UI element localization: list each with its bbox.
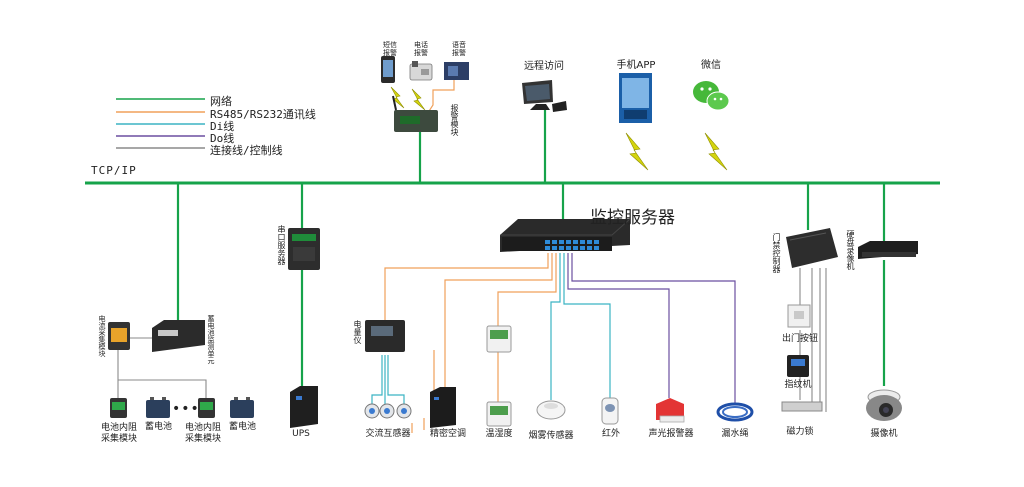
exit-button-icon [787,304,811,328]
resistance-module-label-2: 电池内阻采集模块 [185,423,222,444]
smoke-di [550,253,561,400]
access-controller-label: 门禁控制器 [772,233,781,273]
siren-label: 声光报警器 [648,429,694,439]
fingerprint-label: 指纹机 [784,380,812,390]
infrared-label: 红外 [601,429,621,439]
ac-serial [444,253,553,388]
server-title: 监控服务器 [590,208,675,228]
precision-ac-label: 精密空调 [429,429,467,439]
access-controller-icon [786,228,838,268]
legend-control-label: 连接线/控制线 [210,144,283,157]
serial-server-label: 串口服务器 [277,225,286,265]
phone-alarm-label: 电话报警 [414,41,428,57]
remote-access-label: 远程访问 [524,61,564,72]
maglock-icon [781,401,823,412]
battery-label-2: 蓄电池 [229,422,257,432]
mobile-app-icon [619,73,652,123]
infrared-di [563,253,611,398]
leak-rope-icon [716,402,754,422]
alarm-module-icon [392,95,438,132]
battery-icon-1 [146,397,170,418]
wechat-icon [693,81,730,111]
battery-icon-2 [230,397,254,418]
current-module-icon [108,322,130,350]
current-module-label: 电流采集模块 [98,315,106,357]
bolt-icon-4 [704,132,728,171]
battery-devices [108,320,254,418]
voice-alarm-label: 语音报警 [452,41,466,57]
infrared-sensor-icon [601,397,619,425]
siren-do [567,253,670,398]
alarm-module-label: 报警模块 [450,104,459,136]
desk-phone-icon [409,61,433,81]
mobile-app-label: 手机APP [616,60,656,71]
monitor-unit-label: 蓄电池监测单元 [207,315,215,364]
bolt-icon-1 [390,86,405,109]
battery-monitor-unit-icon [152,320,205,352]
th-serial-1 [497,253,557,326]
camera-label: 摄像机 [870,429,898,439]
leak-rope-label: 漏水绳 [721,429,749,439]
computer-icon [522,80,567,112]
dvr-label: 硬盘录像机 [846,230,855,270]
meter-label: 电量仪 [353,320,362,344]
battery-ellipsis: ••• [172,401,200,417]
legend-serial-label: RS485/RS232通讯线 [210,108,316,121]
legend-do-label: Do线 [210,132,235,145]
wechat-label: 微信 [701,60,721,71]
ups-icon [290,386,318,428]
resistance-module-label-1: 电池内阻采集模块 [101,423,138,444]
resistance-module-icon-2 [198,398,215,418]
di-links [371,253,611,404]
bolt-icon-2 [411,88,426,111]
temp-humidity-label: 温湿度 [485,429,513,439]
camera-icon [866,389,902,421]
control-links [117,268,827,412]
leak-do [571,253,736,404]
meter-serial [384,253,549,320]
ac-transformer-label: 交流互感器 [365,429,411,439]
bus-label: TCP/IP [91,164,137,177]
serial-links [384,80,557,433]
bolt-icon-3 [625,132,649,171]
exit-button-label: 出门按钮 [781,334,819,344]
serial-server-icon [288,228,320,270]
do-links [567,253,736,404]
voice-alarm-icon [444,62,469,80]
mobile-phone-icon [381,56,395,83]
resistance-module-icon-1 [110,398,127,418]
ups-label: UPS [292,429,310,439]
dvr-icon [858,241,918,259]
network-links [176,110,886,386]
battery-label-1: 蓄电池 [145,422,173,432]
legend [116,98,205,149]
sms-alarm-label: 短信报警 [383,41,397,57]
legend-di-label: Di线 [210,120,235,133]
smoke-sensor-icon [536,400,566,420]
monitoring-server-icon [500,218,631,252]
ac-transformer-icons [364,403,412,419]
fingerprint-icon [787,355,809,377]
siren-icon [656,398,685,423]
precision-ac-icon [430,387,456,428]
top-devices [381,56,730,132]
meter-icon [365,320,405,352]
temp-humidity-icons [486,325,512,427]
wireless-bolts [390,86,728,171]
maglock-label: 磁力锁 [786,427,814,437]
smoke-sensor-label: 烟雾传感器 [528,431,574,441]
legend-network-label: 网络 [210,95,232,108]
